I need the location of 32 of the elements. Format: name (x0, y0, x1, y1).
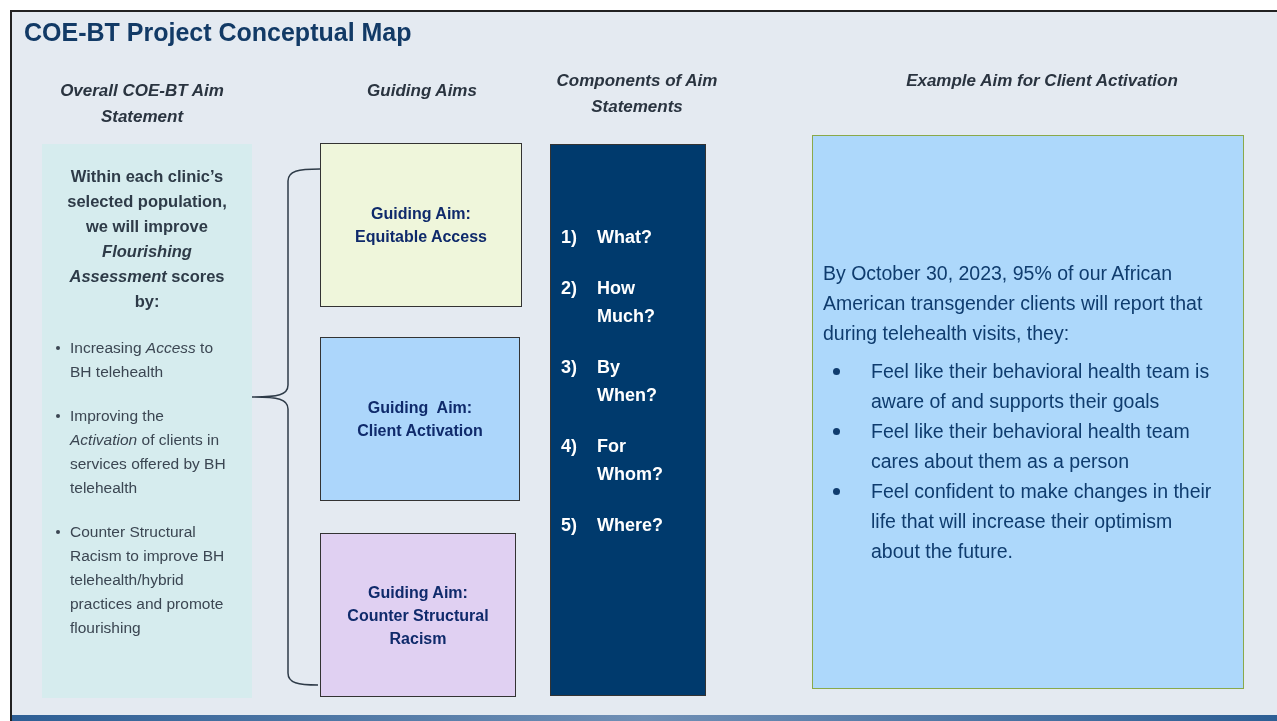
column-heading: Example Aim for Client Activation (905, 70, 1179, 92)
column-heading: Components of Aim Statements (555, 70, 719, 118)
aim-title: Guiding Aim: Equitable Access (354, 204, 488, 247)
list-number: 5) (561, 514, 578, 537)
bullet-text: Feel like their behavioral health team is aware of and supports their goals (871, 359, 1211, 414)
list-number: 1) (561, 226, 578, 249)
example-aim-text: By October 30, 2023, 95% of our African American transgender clients will report that during telehealth visits, they: (823, 261, 1204, 346)
bullet-text: Counter Structural Racism to improve BH telehealth/hybrid practices and promote flourishing (70, 522, 226, 638)
list-number: 4) (561, 435, 578, 458)
aim-statement-text: Within each clinic’s selected population, we will improve Flourishing Assessment scores by: (66, 166, 228, 312)
aim-title: Guiding Aim: Counter Structural Racism (346, 582, 490, 649)
components-panel (550, 144, 706, 696)
aim-statement-panel (42, 144, 252, 698)
component-question: By When? (597, 356, 658, 407)
component-question: What? (597, 226, 652, 249)
bullet-text: Feel like their behavioral health team cares about them as a person (871, 419, 1191, 474)
example-aim-panel (812, 135, 1244, 689)
guiding-aim-box (320, 143, 522, 307)
bullet-text: Feel confident to make changes in their life that will increase their optimism about the future. (871, 479, 1213, 564)
column-heading: Guiding Aims (366, 80, 478, 102)
component-question: How Much? (597, 277, 656, 328)
column-heading: Overall COE-BT Aim Statement (59, 80, 225, 128)
bullet-text: Increasing Access to BH telehealth (70, 338, 215, 382)
slide-title: COE-BT Project Conceptual Map (24, 18, 412, 47)
list-number: 3) (561, 356, 578, 379)
guiding-aim-box (320, 533, 516, 697)
aim-title: Guiding Aim: Client Activation (356, 398, 484, 441)
guiding-aim-box (320, 337, 520, 501)
list-number: 2) (561, 277, 578, 300)
component-question: For Whom? (597, 435, 664, 486)
bullet-text: Improving the Activation of clients in services offered by BH telehealth (70, 406, 227, 498)
component-question: Where? (597, 514, 663, 537)
